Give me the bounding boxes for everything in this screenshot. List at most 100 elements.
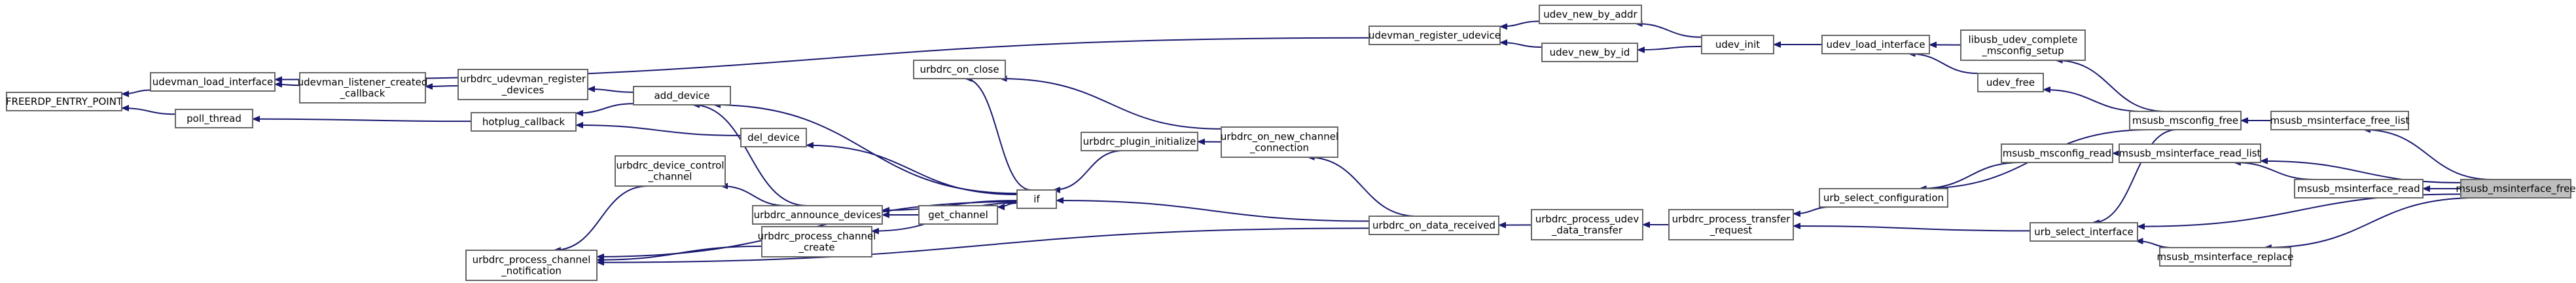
node-label: _devices [501,85,545,97]
edge-urbdrc_on_data_received-to-urbdrc_on_new_channel_connection [1306,154,1417,217]
node-msusb-msinterface-read-list[interactable]: msusb_msinterface_read_list [2119,143,2261,163]
edge-urbdrc_announce_devices-to-add_device [691,102,808,206]
edge-if-to-urbdrc_on_close [964,75,1031,191]
node-urbdrc-process-channel-create[interactable]: urbdrc_process_channel_create [758,226,876,257]
edge-udev_free-to-udev_load_interface [1907,50,1978,74]
node-urb-select-interface[interactable]: urb_select_interface [2030,222,2138,242]
node-label: _notification [501,265,562,278]
edge-urb_select_interface-to-urbdrc_process_transfer_request [1793,222,2031,232]
node-msusb-msinterface-free[interactable]: msusb_msinterface_free [2456,179,2576,198]
edge-msusb_msinterface_free-to-urb_select_interface [2137,193,2461,230]
node-box [1016,189,1057,209]
node-urb-select-configuration[interactable]: urb_select_configuration [1819,188,1948,208]
node-label: msusb_msconfig_free [2132,115,2238,127]
node-box [1821,35,1930,54]
node-box [1701,35,1774,54]
node-label: urbdrc_udevman_register [460,73,586,86]
edge-udev_new_by_addr-to-udevman_register_udevice [1499,20,1540,30]
edge-if-to-del_device [806,142,1018,195]
node-add-device[interactable]: add_device [633,86,731,105]
node-box [2270,111,2409,130]
edge-udev_init-to-udev_new_by_id [1637,45,1702,54]
node-udevman-register-udevice[interactable]: udevman_register_udevice [1368,26,1501,45]
edge-urbdrc_plugin_initialize-to-if [1052,150,1124,193]
node-udev-free[interactable]: udev_free [1977,73,2044,92]
node-urbdrc-announce-devices[interactable]: urbdrc_announce_devices [752,205,883,225]
node-label: urb_select_interface [2034,226,2134,238]
node-box [465,250,598,281]
node-label: _data_transfer [1551,225,1623,237]
edge-urb_select_configuration-to-urbdrc_process_transfer_request [1793,206,1832,217]
node-label: urbdrc_process_udev [1535,214,1639,226]
edge-urbdrc_on_new_channel_connection-to-urbdrc_on_close [999,75,1222,130]
node-label: msusb_msinterface_free [2456,183,2575,195]
node-msusb-msinterface-read[interactable]: msusb_msinterface_read [2294,179,2424,198]
node-label: urbdrc_on_data_received [1372,219,1495,232]
node-box [1977,73,2044,92]
node-box [457,69,588,100]
node-udev-new-by-id[interactable]: udev_new_by_id [1541,43,1638,62]
edge-if-to-get_channel [997,202,1018,210]
node-box [1668,209,1794,240]
node-urbdrc-process-udev-data-transfer[interactable]: urbdrc_process_udev_data_transfer [1531,209,1643,240]
node-label: urbdrc_announce_devices [754,209,882,221]
node-label: urbdrc_device_control [616,160,724,172]
edge-msusb_msinterface_free-to-msusb_msinterface_read_list [2260,157,2461,183]
edge-poll_thread-to-FREERDP_ENTRY_POINT [121,104,176,115]
edge-msusb_msconfig_free-to-libusb_udev_complete_msconfig_setup [2054,57,2166,112]
node-msusb-msinterface-replace[interactable]: msusb_msinterface_replace [2156,247,2294,267]
node-urbdrc-plugin-initialize[interactable]: urbdrc_plugin_initialize [1081,132,1198,151]
node-label: del_device [747,132,800,144]
node-msusb-msconfig-free[interactable]: msusb_msconfig_free [2129,111,2242,130]
node-poll-thread[interactable]: poll_thread [175,109,253,128]
node-urbdrc-process-channel-notification[interactable]: urbdrc_process_channel_notification [465,250,598,281]
node-label: msusb_msinterface_read [2297,183,2420,195]
node-hotplug-callback[interactable]: hotplug_callback [471,112,577,132]
node-box [471,112,577,132]
node-label: FREERDP_ENTRY_POINT [6,96,123,108]
node-del-device[interactable]: del_device [740,128,807,147]
node-urbdrc-on-close[interactable]: urbdrc_on_close [913,60,1006,79]
edge-urbdrc_on_data_received-to-urbdrc_process_channel_notification [596,227,1370,266]
node-label: udev_new_by_id [1550,47,1630,59]
edge-msusb_msinterface_free-to-msusb_msinterface_replace [2263,197,2477,251]
node-label: urbdrc_on_close [920,64,999,76]
edge-urbdrc_announce_devices-to-urbdrc_device_control_channel [720,183,787,206]
edge-msusb_msinterface_read-to-msusb_msinterface_read_list [2232,159,2316,180]
node-box [2294,179,2424,198]
node-box [615,155,726,187]
node-msusb-msconfig-read[interactable]: msusb_msconfig_read [2001,143,2113,163]
node-urbdrc-process-transfer-request[interactable]: urbdrc_process_transfer_request [1668,209,1794,240]
node-udev-new-by-addr[interactable]: udev_new_by_addr [1539,5,1642,24]
node-urbdrc-on-data-received[interactable]: urbdrc_on_data_received [1368,216,1499,235]
node-label: get_channel [928,209,988,221]
node-box [2119,143,2261,163]
edge-add_device-to-hotplug_callback [575,103,634,117]
node-freerdp-entry-point[interactable]: FREERDP_ENTRY_POINT [6,92,123,111]
node-box [1819,188,1948,208]
node-label: poll_thread [187,113,241,125]
node-label: add_device [654,90,709,102]
node-label: udev_free [1986,77,2035,89]
node-urbdrc-on-new-channel-connection[interactable]: urbdrc_on_new_channel_connection [1221,126,1338,158]
node-libusb-udev-complete-msconfig-setup[interactable]: libusb_udev_complete_msconfig_setup [1960,29,2086,61]
node-label: msusb_msinterface_replace [2156,251,2293,263]
node-label: _create [798,242,834,254]
node-box [740,128,807,147]
edge-urbdrc_on_data_received-to-if [1056,197,1370,222]
node-box [1368,26,1501,45]
node-udevman-load-interface[interactable]: udevman_load_interface [150,72,276,92]
node-udev-init[interactable]: udev_init [1701,35,1774,54]
edge-hotplug_callback-to-poll_thread [252,115,472,123]
node-udev-load-interface[interactable]: udev_load_interface [1821,35,1930,54]
node-msusb-msinterface-free-list[interactable]: msusb_msinterface_free_list [2270,111,2410,130]
node-box [918,205,998,225]
node-get-channel[interactable]: get_channel [918,205,998,225]
node-label: hotplug_callback [482,116,565,128]
node-udevman-listener-created-callback[interactable]: udevman_listener_created_callback [298,72,428,104]
node-if[interactable]: if [1016,189,1057,209]
node-urbdrc-udevman-register-devices[interactable]: urbdrc_udevman_register_devices [457,69,588,100]
node-urbdrc-device-control-channel[interactable]: urbdrc_device_control_channel [615,155,726,187]
node-box [6,92,122,111]
